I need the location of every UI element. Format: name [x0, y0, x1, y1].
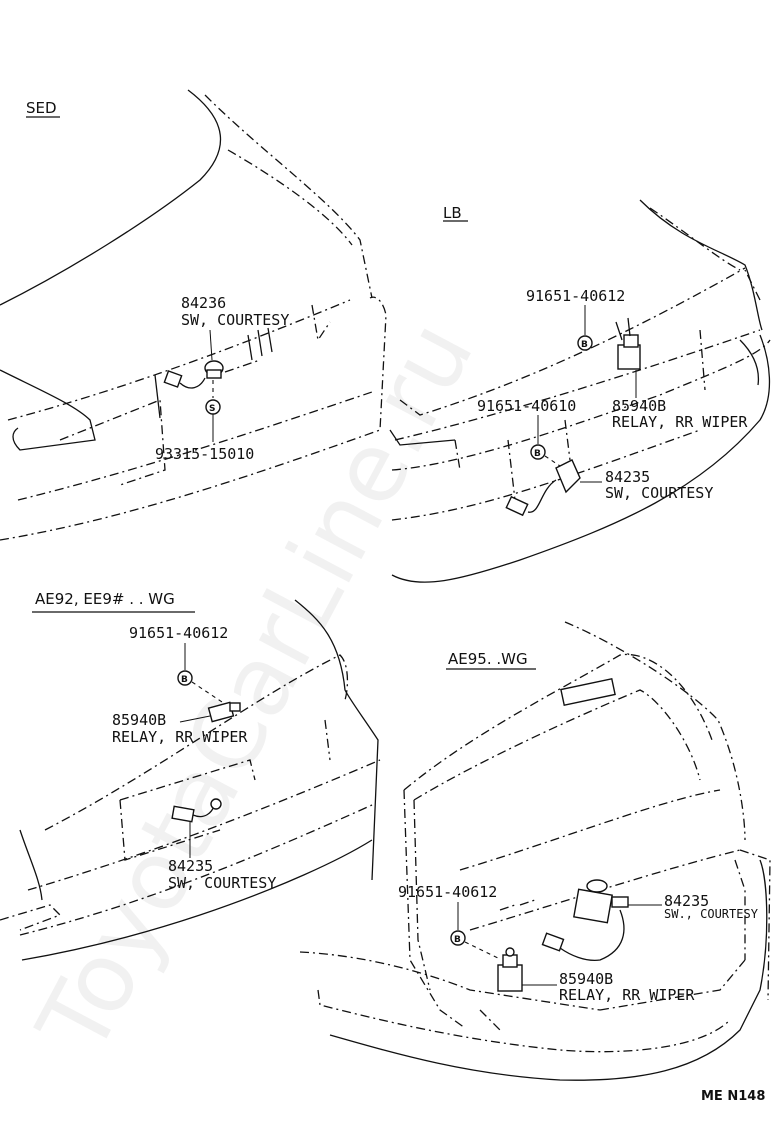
- bolt-callout: [577, 335, 593, 351]
- ae95-car-body: [299, 621, 771, 1081]
- section-lb: LB 91651-40612 B 85940B RELAY, RR WIPER: [389, 199, 771, 583]
- leader-line: [179, 715, 211, 723]
- part-name-lb-switch: SW, COURTESY: [605, 484, 713, 502]
- lb-car-body: [389, 199, 771, 583]
- part-number-ae92-relay: 85940B: [112, 711, 166, 729]
- diagram-code: ME N148: [701, 1089, 765, 1104]
- fastener-leader: [191, 681, 223, 703]
- part-number-sed-screw: 93315-15010: [155, 445, 254, 463]
- bolt-ref-letter: B: [534, 449, 541, 459]
- bolt-callout: [530, 444, 546, 460]
- section-title-sed: SED: [26, 99, 57, 117]
- sed-courtesy-switch: [163, 360, 224, 389]
- ae92-courtesy-switch: [171, 798, 222, 823]
- part-name-sed-switch: SW, COURTESY: [181, 311, 289, 329]
- section-ae92: AE92, EE9# . . WG 91651-40612 B 85940B R…: [0, 590, 381, 961]
- section-sed: SED 84236 SW, COURTESY S: [0, 89, 387, 541]
- part-number-ae95-bolt: 91651-40612: [398, 883, 497, 901]
- part-number-lb-switch: 84235: [605, 468, 650, 486]
- part-number-lb-relay: 85940B: [612, 397, 666, 415]
- lb-rr-wiper-relay: [615, 317, 641, 370]
- bolt-callout: [450, 930, 466, 946]
- ae95-courtesy-switch: [541, 879, 629, 961]
- part-name-ae95-relay: RELAY, RR WIPER: [559, 986, 695, 1004]
- ae95-rr-wiper-relay: [497, 947, 523, 992]
- part-name-ae92-relay: RELAY, RR WIPER: [112, 728, 248, 746]
- screw-ref-letter: S: [209, 404, 215, 414]
- watermark: ToyotaCarLine.ru: [16, 304, 495, 1072]
- part-number-ae95-switch: 84235: [664, 892, 709, 910]
- bolt-ref-letter: B: [581, 340, 588, 350]
- part-number-sed-switch: 84236: [181, 294, 226, 312]
- bolt-ref-letter: B: [181, 675, 188, 685]
- lb-courtesy-switch: [505, 459, 581, 517]
- part-name-ae95-switch: SW., COURTESY: [664, 907, 759, 921]
- part-number-lb-bolt2: 91651-40610: [477, 397, 576, 415]
- section-title-ae92: AE92, EE9# . . WG: [35, 590, 175, 608]
- part-number-ae92-switch: 84235: [168, 857, 213, 875]
- section-ae95: AE95. .WG 84235: [299, 621, 771, 1081]
- part-name-lb-relay: RELAY, RR WIPER: [612, 413, 748, 431]
- fastener-leader: [544, 455, 561, 467]
- ae92-car-body: [0, 599, 381, 961]
- leader-line: [209, 329, 213, 361]
- bolt-ref-letter: B: [454, 935, 461, 945]
- part-number-lb-bolt1: 91651-40612: [526, 287, 625, 305]
- part-number-ae95-relay: 85940B: [559, 970, 613, 988]
- section-title-lb: LB: [443, 204, 462, 222]
- part-number-ae92-bolt: 91651-40612: [129, 624, 228, 642]
- part-name-ae92-switch: SW, COURTESY: [168, 874, 276, 892]
- sed-car-body: [0, 89, 387, 541]
- fastener-leader: [464, 941, 499, 959]
- ae92-rr-wiper-relay: [207, 701, 241, 723]
- section-title-ae95: AE95. .WG: [448, 650, 528, 668]
- bolt-callout: [177, 670, 193, 686]
